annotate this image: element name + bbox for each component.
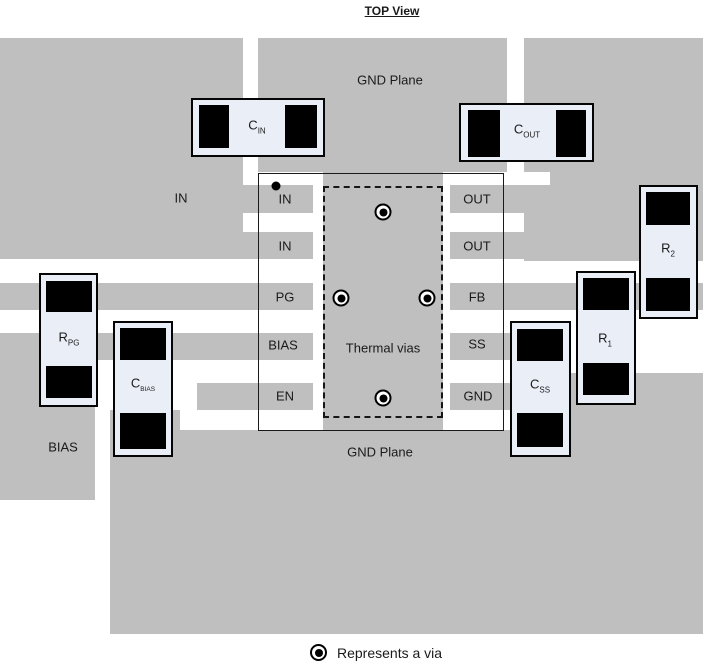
ref-base: R: [598, 330, 608, 346]
legend: Represents a via: [310, 644, 442, 661]
ref-sub: BIAS: [140, 386, 156, 394]
component-css-label: CSS: [530, 378, 550, 395]
component-pad: [517, 329, 563, 361]
gnd-plane-bottom: [110, 430, 703, 634]
via-icon: [374, 203, 392, 221]
pin-pad-out2: [450, 232, 524, 259]
thermal-vias-label: Thermal vias: [345, 340, 421, 356]
ic-package-outline: [258, 173, 504, 431]
via-icon: [374, 389, 392, 407]
ref-sub: 1: [607, 339, 612, 349]
en-trace: [197, 383, 313, 410]
component-pad: [120, 328, 166, 360]
in-plane-label: IN: [174, 190, 188, 206]
ref-base: C: [248, 117, 258, 133]
pin-label-out1: OUT: [463, 191, 491, 207]
ref-base: C: [130, 375, 141, 391]
via-icon: [332, 289, 350, 307]
pin-label-in1: IN: [278, 191, 292, 207]
component-pad: [646, 192, 690, 225]
legend-text: Represents a via: [337, 644, 443, 661]
ref-sub: OUT: [523, 130, 541, 140]
component-pad: [285, 105, 317, 148]
component-pad: [199, 105, 229, 148]
page-title: TOP View: [364, 4, 420, 18]
component-pad: [517, 413, 563, 447]
pin-label-out2: OUT: [463, 238, 491, 254]
ref-base: C: [513, 121, 524, 137]
component-pad: [556, 110, 586, 157]
thermal-pad-outline: [323, 186, 443, 418]
ref-sub: SS: [539, 385, 551, 395]
ref-sub: IN: [257, 126, 266, 136]
plane-gap: [507, 172, 550, 185]
component-pad: [646, 278, 690, 311]
component-pad: [468, 110, 500, 157]
component-pad: [120, 413, 166, 449]
ref-base: C: [529, 376, 540, 392]
component-cbias-label: CBIAS: [131, 376, 155, 393]
ref-base: R: [58, 329, 68, 345]
component-r1-label: R1: [598, 332, 612, 349]
pin-label-in2: IN: [278, 238, 292, 254]
component-pad: [46, 366, 92, 398]
component-r2-label: R2: [661, 242, 675, 259]
via-icon: [310, 644, 327, 661]
gnd-plane-top-label: GND Plane: [357, 72, 423, 88]
ref-sub: 2: [670, 249, 675, 259]
pin-label-ss: SS: [468, 336, 486, 352]
pin-pad-in2: [243, 232, 313, 259]
component-cin-label: CIN: [248, 119, 265, 136]
pin-label-fb: FB: [468, 289, 486, 305]
pin-label-pg: PG: [275, 289, 295, 305]
via-icon: [418, 289, 436, 307]
gnd-plane-bottom-label: GND Plane: [347, 444, 413, 460]
pin-label-en: EN: [275, 388, 295, 404]
ref-sub: PG: [67, 338, 80, 348]
component-cout-label: COUT: [514, 123, 540, 140]
pin-pad-out1: [450, 185, 524, 213]
pin-label-gnd: GND: [463, 388, 493, 404]
component-pad: [46, 281, 92, 312]
component-rpg-label: RPG: [59, 331, 80, 348]
pin-label-bias: BIAS: [268, 337, 298, 353]
component-pad: [583, 363, 629, 395]
pin1-marker-icon: [271, 181, 281, 191]
ref-base: R: [661, 240, 671, 256]
bias-plane-label: BIAS: [48, 439, 78, 455]
component-pad: [583, 278, 629, 310]
